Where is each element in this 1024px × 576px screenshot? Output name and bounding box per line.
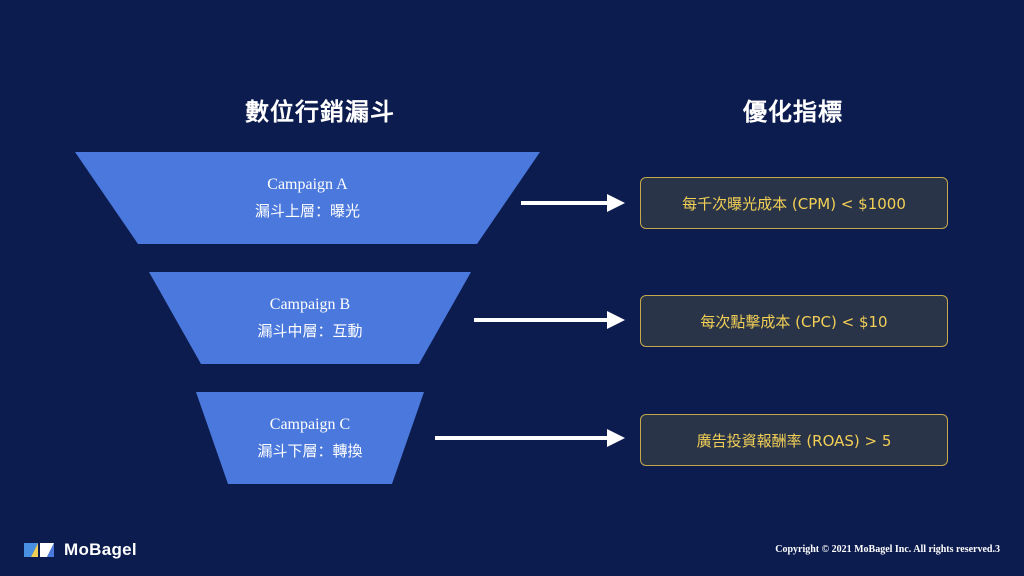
campaign-b-label: Campaign B xyxy=(269,295,351,313)
mobagel-logo-icon xyxy=(24,543,54,557)
copyright-text: Copyright © 2021 MoBagel Inc. All rights… xyxy=(775,544,1000,555)
metrics-heading: 優化指標 xyxy=(743,98,843,126)
brand-logo: MoBagel xyxy=(24,540,137,560)
brand-name: MoBagel xyxy=(64,540,137,559)
metric-box-cpm: 每千次曝光成本 (CPM) < $1000 xyxy=(640,177,948,229)
funnel-stage-middle: Campaign B 漏斗中層：互動 xyxy=(149,272,471,364)
funnel-heading: 數位行銷漏斗 xyxy=(245,98,395,126)
metric-box-cpc: 每次點擊成本 (CPC) < $10 xyxy=(640,295,948,347)
funnel-middle-layer-label: 漏斗中層：互動 xyxy=(257,321,363,340)
funnel-top-layer-label: 漏斗上層：曝光 xyxy=(254,201,360,220)
funnel-stage-top: Campaign A 漏斗上層：曝光 xyxy=(75,152,540,244)
funnel-stage-bottom: Campaign C 漏斗下層：轉換 xyxy=(196,392,424,484)
campaign-a-label: Campaign A xyxy=(267,175,348,193)
campaign-c-label: Campaign C xyxy=(269,415,351,433)
metric-box-roas: 廣告投資報酬率 (ROAS) > 5 xyxy=(640,414,948,466)
funnel-bottom-layer-label: 漏斗下層：轉換 xyxy=(257,441,363,460)
